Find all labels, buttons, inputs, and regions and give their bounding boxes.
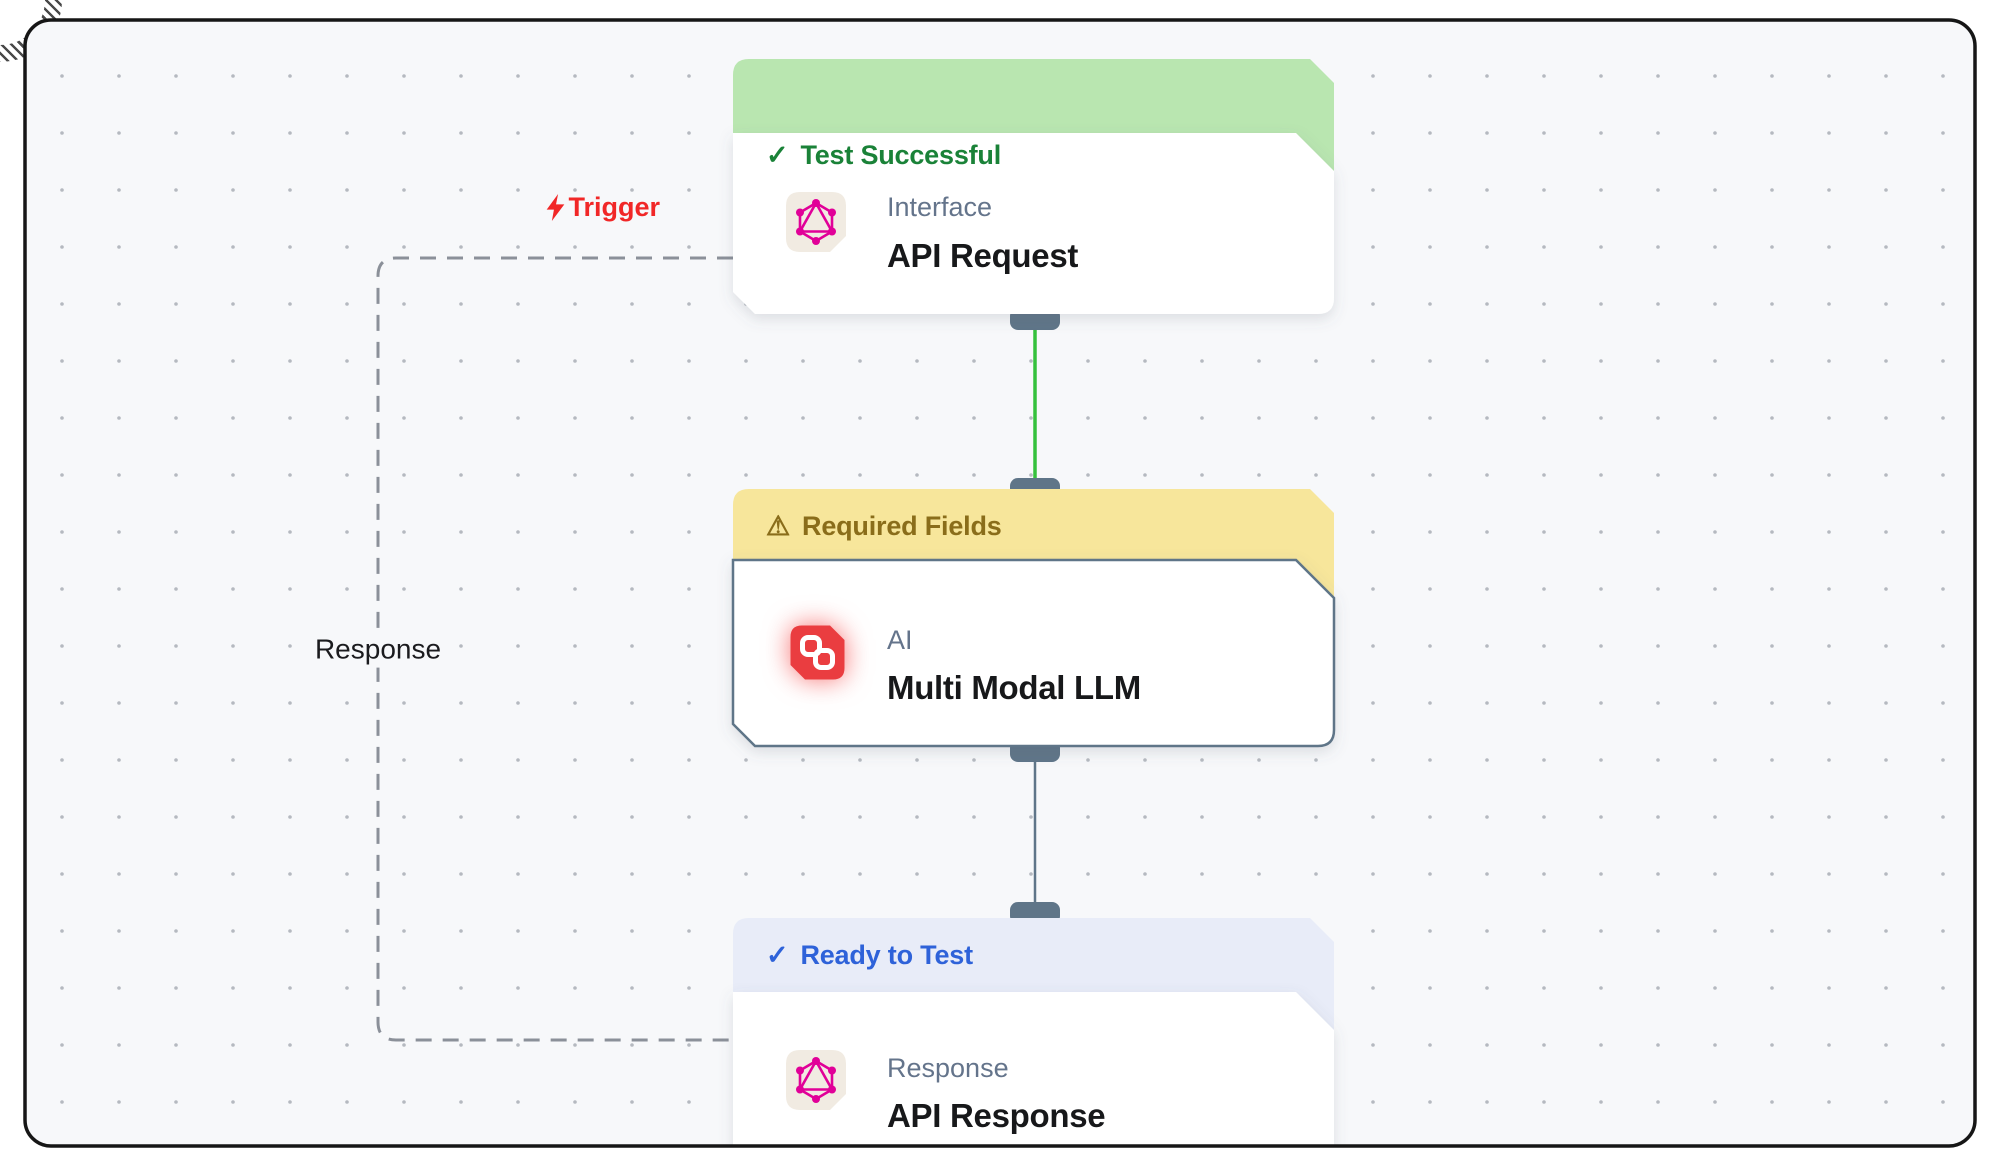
- node-category: Response: [887, 1053, 1009, 1083]
- trigger-annotation: Trigger: [470, 192, 660, 222]
- node-icon-tile: [789, 624, 846, 681]
- node-api-request[interactable]: ✓ Test Successful Interface API Request: [733, 59, 1334, 314]
- node-api-response[interactable]: ✓ Ready to Test Response API Response: [733, 918, 1334, 1146]
- node-llm-card[interactable]: [731, 558, 1336, 748]
- check-icon: ✓: [766, 139, 789, 170]
- node-category: Interface: [887, 192, 993, 222]
- warning-icon: ⚠: [766, 510, 791, 541]
- node-icon-tile: [786, 192, 846, 252]
- node-title: API Request: [887, 237, 1079, 274]
- node-multi-modal-llm[interactable]: ⚠ Required Fields AI Multi Modal LLM: [733, 489, 1334, 746]
- node-icon-tile: [786, 1050, 846, 1110]
- graphql-icon: [786, 192, 846, 252]
- chain-links-icon: [790, 625, 845, 680]
- response-annotation: Response: [305, 632, 451, 668]
- status-badge: ✓ Ready to Test: [766, 938, 973, 972]
- trigger-label: Trigger: [568, 191, 660, 222]
- canvas-border: [23, 18, 1977, 1148]
- response-label: Response: [314, 633, 442, 665]
- node-title: Multi Modal LLM: [887, 669, 1141, 706]
- status-label: Ready to Test: [800, 939, 973, 970]
- status-label: Required Fields: [802, 510, 1002, 541]
- node-title: API Response: [887, 1097, 1106, 1134]
- status-badge: ⚠ Required Fields: [766, 509, 1002, 543]
- lightning-bolt-icon: [547, 193, 565, 221]
- node-api-request-card[interactable]: [733, 133, 1334, 314]
- check-icon: ✓: [766, 939, 789, 970]
- node-category: AI: [887, 625, 913, 655]
- node-api-response-card[interactable]: [733, 992, 1334, 1160]
- status-label: Test Successful: [800, 139, 1002, 170]
- graphql-icon: [786, 1050, 846, 1110]
- status-badge: ✓ Test Successful: [766, 138, 1001, 172]
